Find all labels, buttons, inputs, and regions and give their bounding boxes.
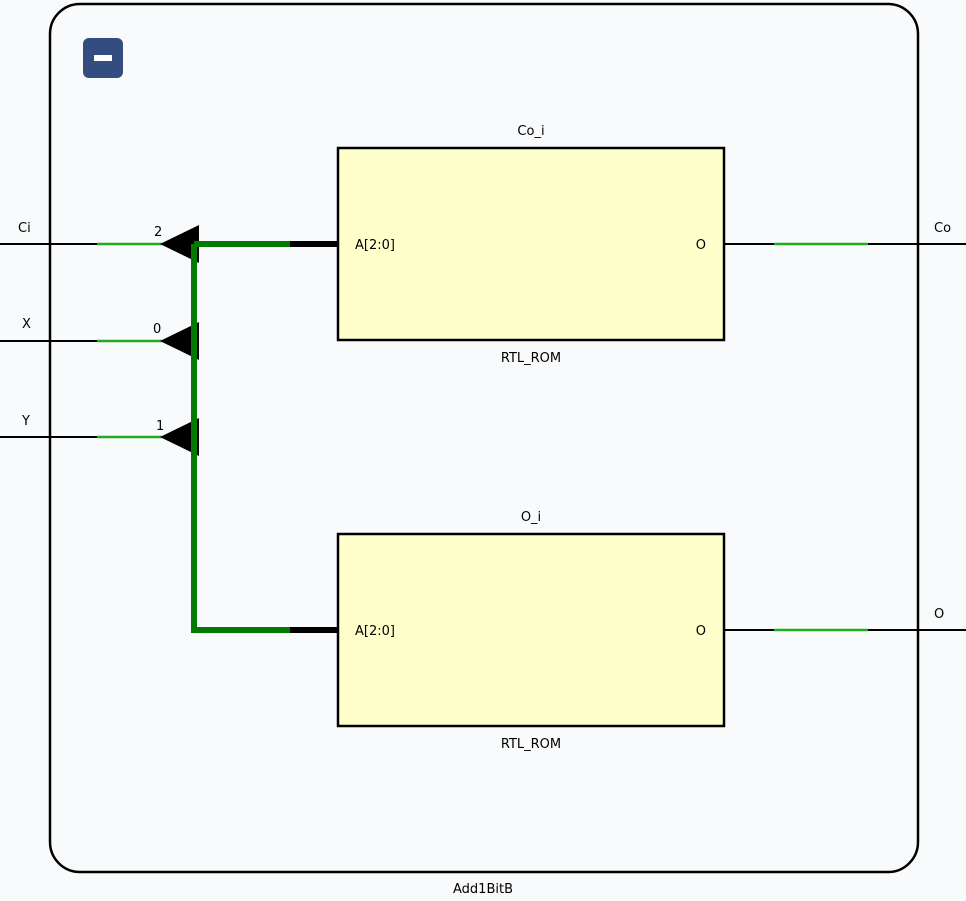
input-port-x[interactable] xyxy=(0,322,199,360)
ci-label: Ci xyxy=(18,221,31,236)
x-bus-ripper[interactable] xyxy=(160,322,199,360)
co-i-input-port: A[2:0] xyxy=(355,238,395,253)
ci-bit-index: 2 xyxy=(154,225,162,240)
o-i-output-port: O xyxy=(696,624,706,639)
rom-block-co-i[interactable] xyxy=(336,146,726,342)
co-label: Co xyxy=(934,221,951,236)
collapse-button[interactable] xyxy=(83,38,123,78)
x-label: X xyxy=(22,317,31,332)
rom-block-o-i[interactable] xyxy=(336,532,726,728)
module-name-label: Add1BitB xyxy=(453,882,513,897)
co-i-instance-name: Co_i xyxy=(517,124,544,139)
y-bit-index: 1 xyxy=(156,419,164,434)
ci-bus-ripper[interactable] xyxy=(160,225,199,263)
o-label: O xyxy=(934,607,944,622)
co-i-type-label: RTL_ROM xyxy=(501,351,561,366)
y-label: Y xyxy=(21,414,30,429)
y-bus-ripper[interactable] xyxy=(160,418,199,456)
o-i-instance-name: O_i xyxy=(521,510,541,525)
input-port-ci[interactable] xyxy=(0,225,199,263)
x-bit-index: 0 xyxy=(153,322,161,337)
o-i-input-port: A[2:0] xyxy=(355,624,395,639)
minus-icon xyxy=(94,55,112,61)
input-port-y[interactable] xyxy=(0,418,199,456)
co-i-output-port: O xyxy=(696,238,706,253)
o-i-type-label: RTL_ROM xyxy=(501,737,561,752)
address-bus[interactable] xyxy=(191,241,338,633)
